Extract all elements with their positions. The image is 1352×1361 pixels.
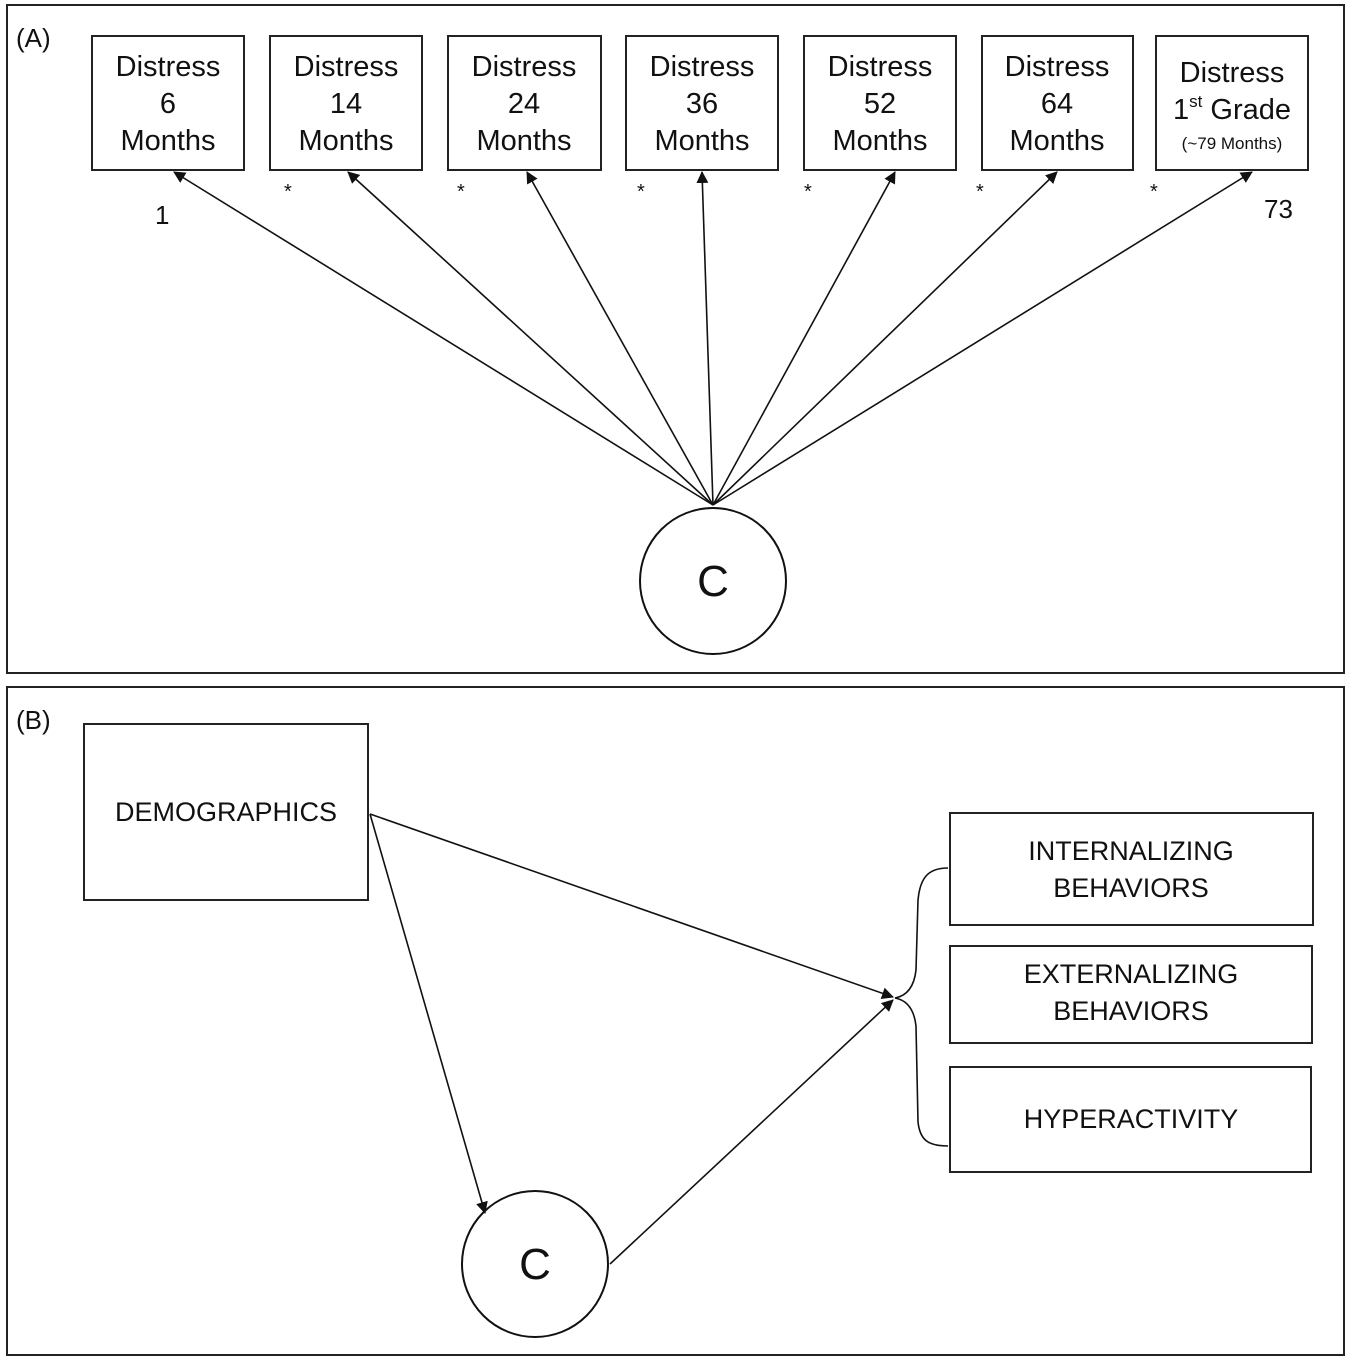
svg-text:Months: Months (120, 125, 215, 157)
free-loading-marker: * (457, 181, 465, 203)
outcome-externalizing: EXTERNALIZING BEHAVIORS (949, 945, 1313, 1044)
demographics-box: DEMOGRAPHICS (83, 723, 369, 901)
svg-text:52: 52 (864, 88, 896, 120)
free-loading-marker: * (284, 181, 292, 203)
outcome-hyperactivity: HYPERACTIVITY (949, 1066, 1312, 1173)
panel-a-label: (A) (16, 23, 51, 53)
loading-arrows (173, 171, 1253, 506)
svg-text:Distress: Distress (472, 51, 577, 83)
svg-text:BEHAVIORS: BEHAVIORS (1053, 996, 1209, 1026)
indicator-distress-36: Distress 36 Months (625, 35, 779, 171)
svg-text:Months: Months (298, 125, 393, 157)
svg-text:HYPERACTIVITY: HYPERACTIVITY (1024, 1104, 1239, 1134)
svg-text:6: 6 (160, 88, 176, 120)
loading-arrow-1st-grade (712, 171, 1253, 506)
free-loading-marker: * (637, 181, 645, 203)
indicator-distress-24: Distress 24 Months (447, 35, 602, 171)
indicator-distress-1st-grade: Distress 1st Grade (~79 Months) (1155, 35, 1309, 171)
svg-text:36: 36 (686, 88, 718, 120)
indicator-distress-64: Distress 64 Months (981, 35, 1134, 171)
loading-arrow-14 (347, 171, 714, 506)
svg-text:1st Grade: 1st Grade (1173, 92, 1291, 126)
loading-first-label: 1 (155, 200, 169, 230)
loading-arrow-64 (712, 171, 1058, 506)
svg-text:Months: Months (476, 125, 571, 157)
indicator-distress-14: Distress 14 Months (269, 35, 423, 171)
loading-arrow-36 (696, 171, 714, 506)
svg-text:Distress: Distress (116, 51, 221, 83)
svg-text:24: 24 (508, 88, 540, 120)
svg-text:Distress: Distress (1180, 57, 1285, 89)
panel-a (6, 4, 1345, 674)
outcome-group-brace (894, 867, 949, 1147)
svg-text:BEHAVIORS: BEHAVIORS (1053, 873, 1209, 903)
loading-arrow-52 (712, 171, 896, 506)
svg-text:Months: Months (832, 125, 927, 157)
svg-text:Distress: Distress (828, 51, 933, 83)
svg-text:Months: Months (1009, 125, 1104, 157)
loading-arrow-24 (526, 171, 714, 506)
indicator-distress-52: Distress 52 Months (803, 35, 957, 171)
svg-text:EXTERNALIZING: EXTERNALIZING (1024, 959, 1239, 989)
path-c-to-outcomes (609, 999, 894, 1265)
free-loading-marker: * (804, 181, 812, 203)
svg-text:C: C (519, 1240, 551, 1289)
latent-class-node-a: C (639, 507, 787, 655)
free-loading-marker: * (1150, 181, 1158, 203)
svg-text:14: 14 (330, 88, 362, 120)
svg-text:C: C (697, 557, 729, 606)
loading-last-label: 73 (1264, 194, 1293, 224)
outcome-internalizing: INTERNALIZING BEHAVIORS (949, 812, 1314, 926)
indicator-distress-6: Distress 6 Months (91, 35, 245, 171)
path-demographics-to-c (369, 813, 488, 1214)
latent-class-node-b: C (461, 1190, 609, 1338)
svg-text:DEMOGRAPHICS: DEMOGRAPHICS (115, 797, 337, 827)
svg-text:64: 64 (1041, 88, 1073, 120)
path-demographics-to-outcomes (369, 813, 894, 1000)
svg-text:Distress: Distress (294, 51, 399, 83)
panel-b (6, 686, 1345, 1356)
loading-arrow-6 (173, 171, 714, 506)
free-loading-marker: * (976, 181, 984, 203)
svg-text:Months: Months (654, 125, 749, 157)
svg-text:Distress: Distress (1005, 51, 1110, 83)
svg-text:INTERNALIZING: INTERNALIZING (1028, 836, 1234, 866)
panel-b-label: (B) (16, 705, 51, 735)
svg-text:Distress: Distress (650, 51, 755, 83)
svg-text:(~79 Months): (~79 Months) (1182, 134, 1283, 153)
